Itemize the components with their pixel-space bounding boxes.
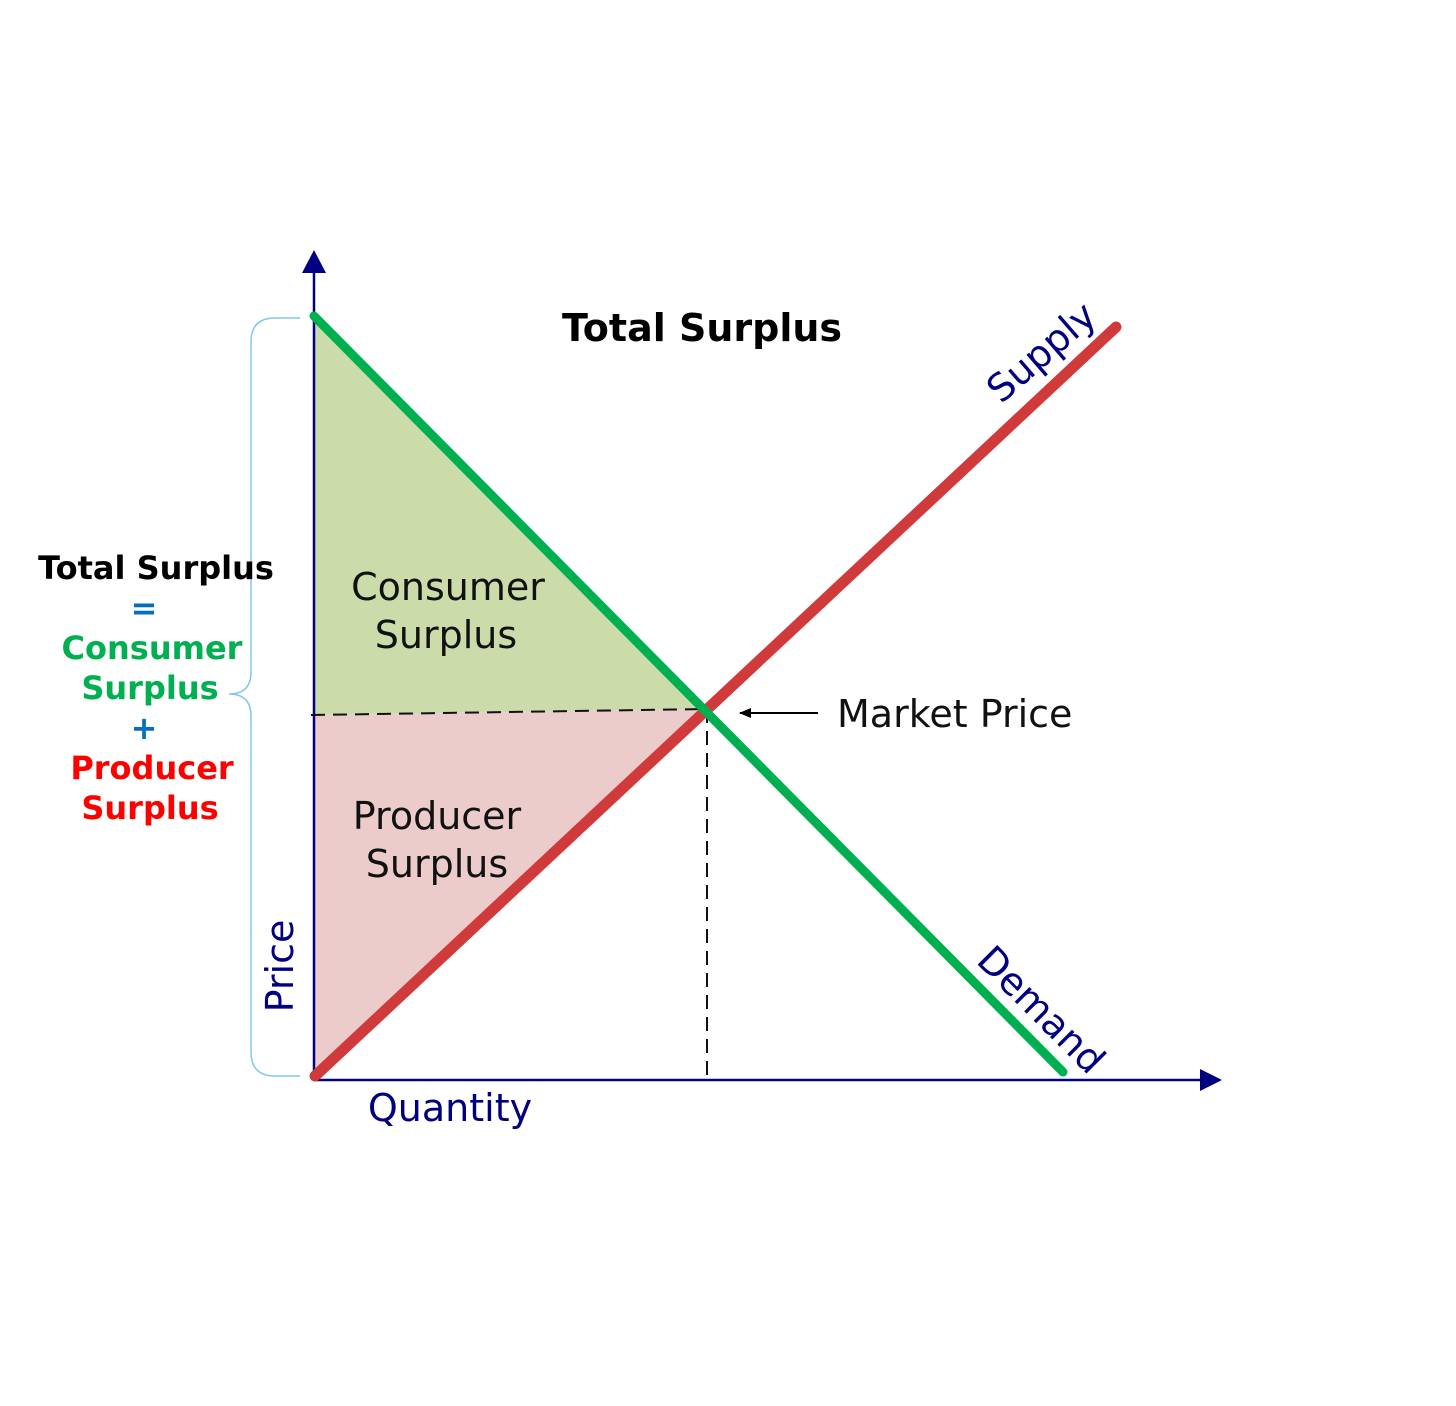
equation-plus: + (131, 709, 158, 747)
producer-surplus-label-line2: Surplus (366, 842, 508, 886)
producer-surplus-label-line1: Producer (353, 794, 522, 838)
equation-consumer: Consumer (62, 629, 243, 667)
equation-total-surplus: Total Surplus (38, 549, 274, 587)
market-price-dashed-line (310, 708, 708, 716)
diagram-title: Total Surplus (562, 306, 842, 350)
y-axis-label: Price (258, 920, 302, 1013)
demand-label: Demand (969, 937, 1114, 1082)
supply-curve (309, 321, 1122, 1082)
demand-curve (309, 311, 1068, 1077)
market-price-label: Market Price (837, 692, 1072, 736)
equation-producer-surplus: Surplus (81, 789, 218, 827)
x-axis-arrow (1200, 1069, 1222, 1091)
y-axis-arrow (302, 250, 326, 273)
equation-consumer-surplus: Surplus (81, 669, 218, 707)
equation-equals: = (131, 589, 158, 627)
equation-producer: Producer (70, 749, 234, 787)
consumer-surplus-label-line2: Surplus (375, 613, 517, 657)
consumer-surplus-label-line1: Consumer (351, 565, 545, 609)
x-axis-label: Quantity (368, 1086, 532, 1130)
total-surplus-brace (228, 317, 300, 1077)
